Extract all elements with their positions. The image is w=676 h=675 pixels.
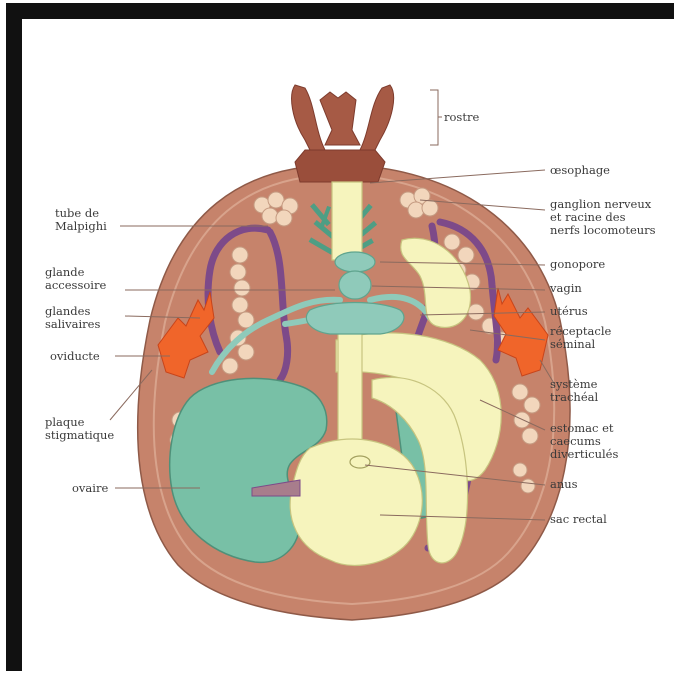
- anus: [350, 456, 370, 468]
- label-gonopore: gonopore: [550, 258, 605, 271]
- label-oviducte: oviducte: [50, 350, 100, 363]
- label-uterus: utérus: [550, 305, 588, 318]
- label-vagin: vagin: [550, 282, 582, 295]
- label-glande-accessoire-line2: accessoire: [45, 279, 106, 292]
- label-plaque-line2: stigmatique: [45, 429, 114, 442]
- label-glandes-salivaires-line2: salivaires: [45, 318, 100, 331]
- label-tube-line2: Malpighi: [55, 220, 107, 233]
- label-anus: anus: [550, 478, 578, 491]
- label-ganglion-line3: nerfs locomoteurs: [550, 224, 656, 237]
- label-rostre: rostre: [444, 111, 479, 124]
- label-receptacle-line2: séminal: [550, 338, 595, 351]
- label-ovaire: ovaire: [72, 482, 108, 495]
- rostrum: [292, 85, 394, 182]
- label-oesophage: œsophage: [550, 164, 610, 177]
- label-estomac-line3: diverticulés: [550, 448, 618, 461]
- label-systeme-tracheal-line2: trachéal: [550, 391, 598, 404]
- label-sac-rectal: sac rectal: [550, 513, 607, 526]
